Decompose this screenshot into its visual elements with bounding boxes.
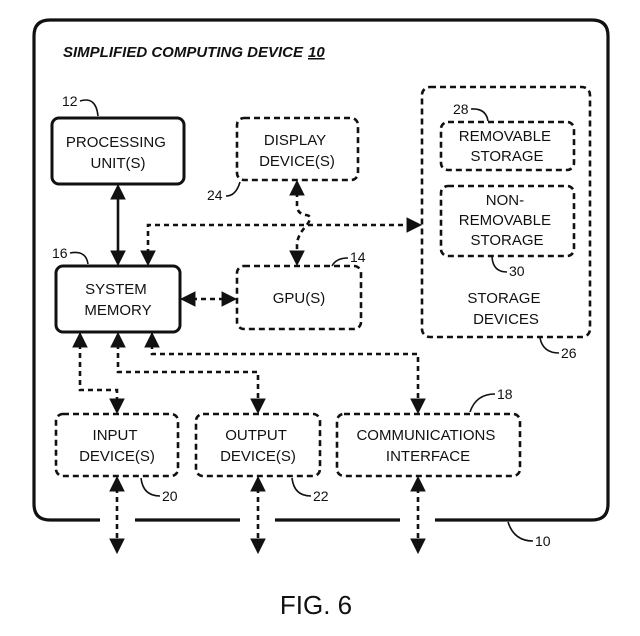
figure-label: FIG. 6 [280,590,352,620]
ref-output-device: 22 [313,488,329,504]
input-device-label: INPUT DEVICE(S) [79,427,155,465]
ref-system-memory: 16 [52,245,68,261]
ref-non-removable-storage: 30 [509,263,525,279]
ref-removable-storage: 28 [453,101,469,117]
ref-storage-devices: 26 [561,345,577,361]
leader-system-memory [69,251,89,265]
leader-communications-interface [469,393,496,413]
link-display-gpu [289,179,312,267]
ref-communications-interface: 18 [497,386,513,402]
non-removable-storage-box [439,184,576,258]
system-memory-label: SYSTEM MEMORY [84,281,151,319]
leader-output-device [291,477,312,497]
ref-gpu: 14 [350,249,366,265]
system-memory-box [54,264,182,334]
gpu-label: GPU(S) [273,290,326,307]
communications-interface-box [335,412,522,478]
link-memory-storage [140,217,423,267]
non-removable-storage-label: NON- REMOVABLE STORAGE [459,192,555,249]
leader-removable-storage [470,108,489,122]
leader-input-device [140,477,161,497]
leader-display-device [225,181,241,197]
device-boundary [32,18,610,522]
leader-gpu [331,257,349,267]
input-device-box [54,412,180,478]
display-device-box [235,116,360,182]
leader-computing-device [507,521,534,542]
link-memory-comms [144,331,426,415]
storage-devices-label: STORAGE DEVICES [467,290,544,328]
ref-input-device: 20 [162,488,178,504]
ref-computing-device: 10 [535,533,551,549]
ref-processing-unit: 12 [62,93,78,109]
display-device-label: DISPLAY DEVICE(S) [259,132,335,170]
diagram-title-ref: 10 [308,44,325,61]
removable-storage-box [439,120,576,172]
processing-unit-label: PROCESSING UNIT(S) [66,134,170,172]
output-device-label: OUTPUT DEVICE(S) [220,427,296,465]
leader-non-removable-storage [491,256,508,273]
ref-display-device: 24 [207,187,223,203]
processing-unit-box [50,116,186,186]
output-device-box [194,412,322,478]
removable-storage-label: REMOVABLE STORAGE [459,128,555,165]
communications-interface-label: COMMUNICATIONS INTERFACE [356,427,499,465]
link-memory-output [110,331,266,415]
link-memory-input [72,331,125,415]
leader-processing-unit [79,99,99,117]
leader-storage-devices [539,337,560,354]
diagram-title: SIMPLIFIED COMPUTING DEVICE [63,44,304,61]
